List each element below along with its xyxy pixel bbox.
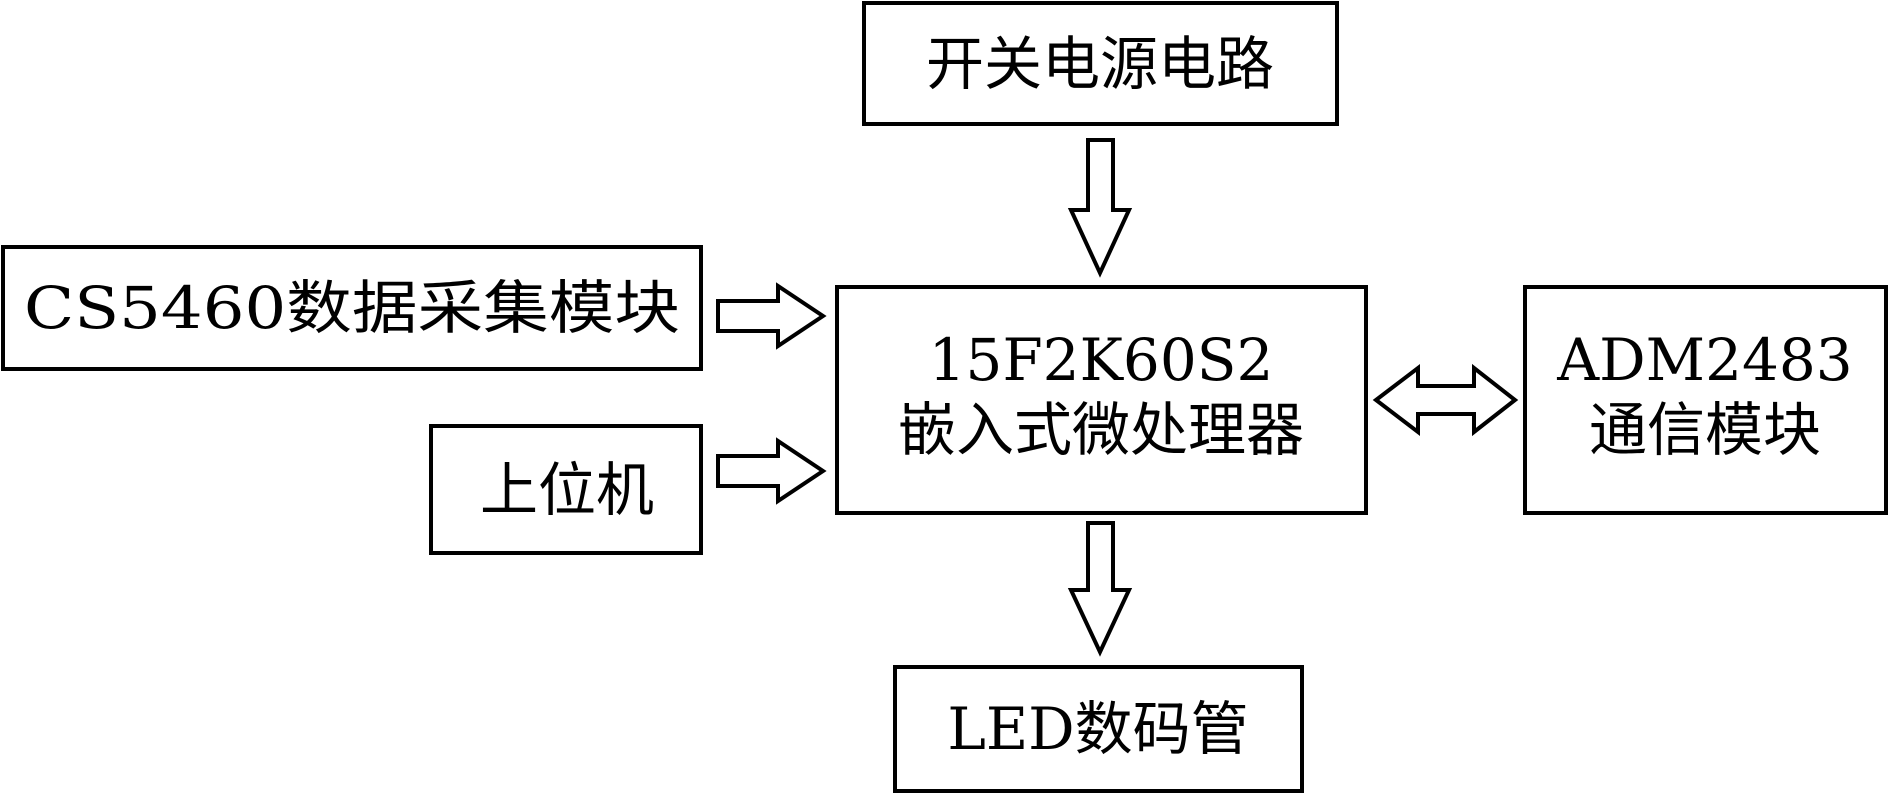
led-display-label: LED数码管 xyxy=(947,695,1248,763)
communication-model-label: ADM2483 xyxy=(1556,326,1852,394)
power-supply-block: 开关电源电路 xyxy=(862,1,1339,126)
data-acquisition-block: CS5460数据采集模块 xyxy=(1,245,703,371)
host-computer-label: 上位机 xyxy=(480,456,654,524)
host-to-processor-arrow xyxy=(716,437,827,505)
host-computer-block: 上位机 xyxy=(429,424,703,555)
led-display-block: LED数码管 xyxy=(893,665,1304,793)
power-supply-label: 开关电源电路 xyxy=(926,30,1274,98)
processor-model-label: 15F2K60S2 xyxy=(929,326,1274,394)
communication-block: ADM2483 通信模块 xyxy=(1523,285,1888,515)
processor-block: 15F2K60S2 嵌入式微处理器 xyxy=(835,285,1368,515)
power-to-processor-arrow xyxy=(1067,138,1133,278)
acquisition-to-processor-arrow xyxy=(716,282,827,350)
processor-name-label: 嵌入式微处理器 xyxy=(898,396,1304,464)
processor-to-display-arrow xyxy=(1067,521,1133,657)
processor-communication-bidirectional-arrow xyxy=(1372,363,1519,437)
data-acquisition-label: CS5460数据采集模块 xyxy=(24,274,680,342)
communication-name-label: 通信模块 xyxy=(1589,396,1821,464)
